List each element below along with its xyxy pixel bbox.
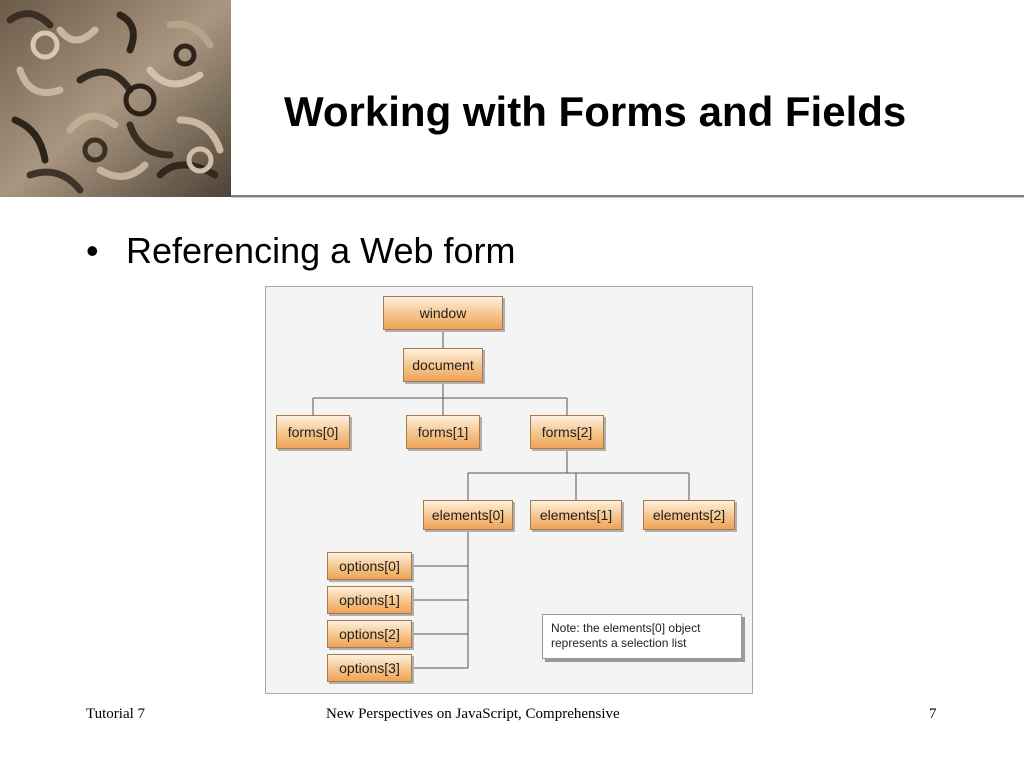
connector-lines <box>312 330 690 669</box>
bullet-item: • Referencing a Web form <box>86 230 516 272</box>
node-forms-0: forms[0] <box>276 415 350 449</box>
note-line-1: Note: the elements[0] object <box>551 621 701 635</box>
note-line-2: represents a selection list <box>551 636 687 650</box>
header-divider <box>231 195 1024 197</box>
bullet-marker: • <box>86 230 99 271</box>
node-document: document <box>403 348 483 382</box>
slide-title: Working with Forms and Fields <box>284 88 907 135</box>
node-options-3: options[3] <box>327 654 412 682</box>
object-hierarchy-diagram: window document forms[0] forms[1] forms[… <box>265 286 753 694</box>
node-elements-2: elements[2] <box>643 500 735 530</box>
footer-tutorial: Tutorial 7 <box>86 706 146 722</box>
diagram-note: Note: the elements[0] object represents … <box>542 614 742 659</box>
node-elements-1: elements[1] <box>530 500 622 530</box>
node-elements-0: elements[0] <box>423 500 513 530</box>
header-divider-shadow <box>231 197 1024 198</box>
node-options-0: options[0] <box>327 552 412 580</box>
node-options-2: options[2] <box>327 620 412 648</box>
node-forms-2: forms[2] <box>530 415 604 449</box>
footer-page-number: 7 <box>929 706 937 722</box>
footer-book-title: New Perspectives on JavaScript, Comprehe… <box>326 706 620 722</box>
node-window: window <box>383 296 503 330</box>
letters-collage-image <box>0 0 231 197</box>
node-forms-1: forms[1] <box>406 415 480 449</box>
header-photo <box>0 0 231 197</box>
node-options-1: options[1] <box>327 586 412 614</box>
bullet-text: Referencing a Web form <box>126 230 516 271</box>
